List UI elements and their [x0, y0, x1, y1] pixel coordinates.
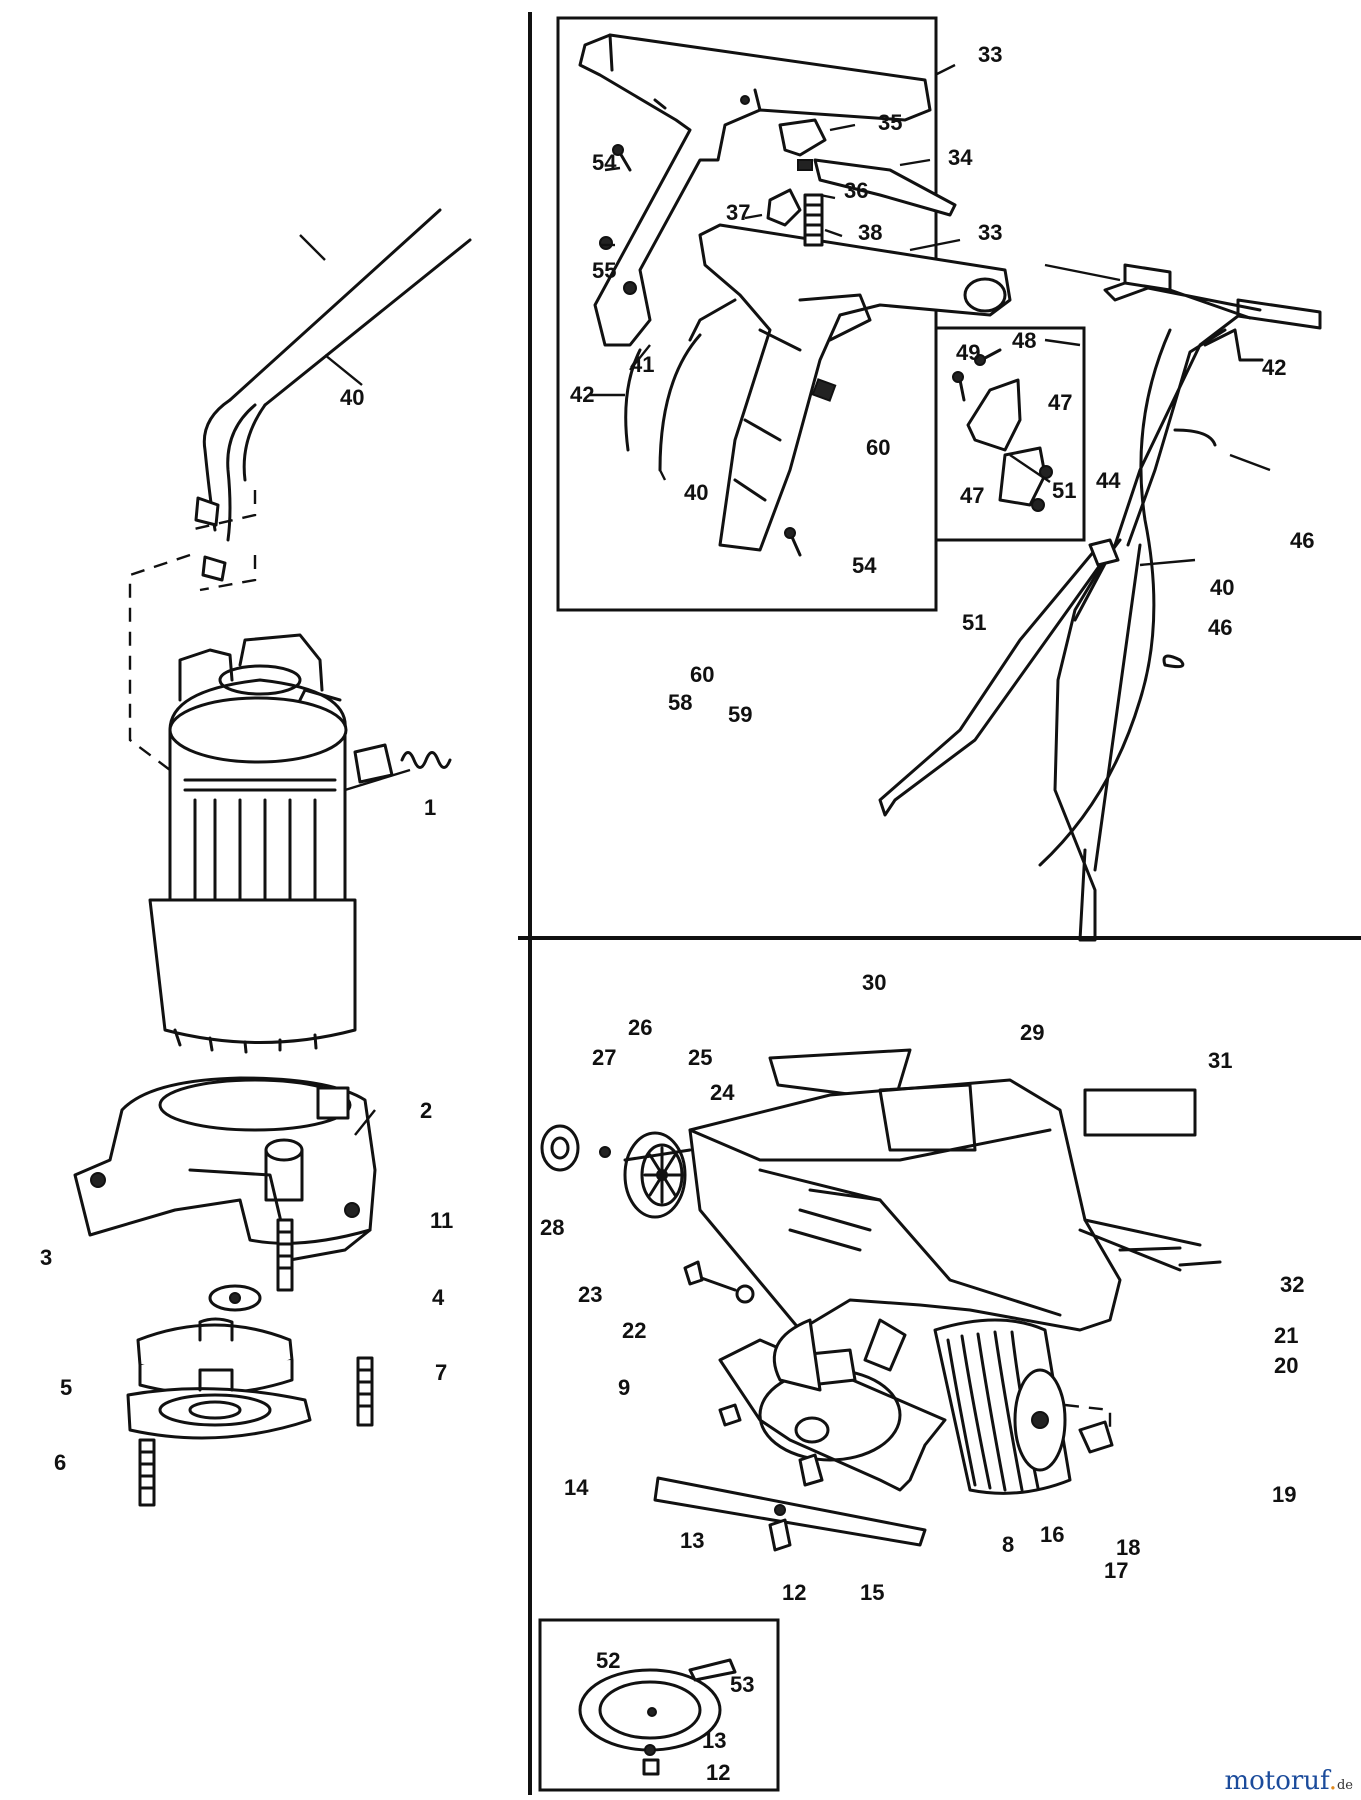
part-label: 53 — [730, 1672, 754, 1697]
part-label: 46 — [1290, 528, 1314, 553]
part-label: 1 — [424, 795, 436, 820]
part-label: 18 — [1116, 1535, 1140, 1560]
switch-assembly — [766, 118, 957, 247]
blade — [653, 1403, 927, 1552]
part-label: 60 — [866, 435, 890, 460]
part-label: 25 — [688, 1045, 712, 1070]
part-label: 59 — [728, 702, 752, 727]
part-label: 22 — [622, 1318, 646, 1343]
part-label: 36 — [844, 178, 868, 203]
leader-lines — [299, 63, 1271, 1136]
inset-cables — [624, 298, 737, 472]
part-label: 35 — [878, 110, 902, 135]
part-label: 49 — [956, 340, 980, 365]
rear-wheel — [540, 1124, 692, 1219]
part-label: 48 — [1012, 328, 1036, 353]
part-label: 28 — [540, 1215, 564, 1240]
part-label: 42 — [570, 382, 594, 407]
part-label: 13 — [680, 1528, 704, 1553]
part-label: 33 — [978, 220, 1002, 245]
part-label: 3 — [40, 1245, 52, 1270]
watermark-tld: de — [1336, 1778, 1353, 1793]
watermark-main: motoruf — [1224, 1766, 1329, 1796]
part-label: 44 — [1096, 468, 1121, 493]
part-label: 42 — [1262, 355, 1286, 380]
power-cable — [128, 208, 472, 771]
handle-assembled — [878, 263, 1322, 942]
handle-bar-lower — [698, 223, 1012, 552]
motor-mount-and-roller — [718, 1318, 1114, 1495]
part-label: 4 — [432, 1285, 445, 1310]
part-label: 34 — [948, 145, 973, 170]
part-label: 13 — [702, 1728, 726, 1753]
handle-inset-frame — [556, 16, 1086, 612]
part-label: 7 — [435, 1360, 447, 1385]
part-label: 37 — [726, 200, 750, 225]
part-label: 29 — [1020, 1020, 1044, 1045]
part-label: 12 — [706, 1760, 730, 1785]
part-label: 52 — [596, 1648, 620, 1673]
section-dividers — [518, 12, 1361, 1795]
part-label: 24 — [710, 1080, 735, 1105]
part-label: 54 — [852, 553, 877, 578]
part-label: 40 — [340, 385, 364, 410]
part-label: 40 — [1210, 575, 1234, 600]
part-label: 32 — [1280, 1272, 1304, 1297]
handle-bar-upper — [578, 33, 932, 347]
part-label: 58 — [668, 690, 692, 715]
part-label: 16 — [1040, 1522, 1064, 1547]
part-label: 8 — [1002, 1532, 1014, 1557]
axle-screws — [683, 1260, 755, 1304]
part-label: 17 — [1104, 1558, 1128, 1583]
bracket-parts — [952, 348, 1053, 512]
watermark: motoruf.de — [1224, 1766, 1353, 1796]
part-label: 41 — [630, 352, 654, 377]
part-label: 30 — [862, 970, 886, 995]
fan-and-plate — [126, 1284, 312, 1440]
part-label: 26 — [628, 1015, 652, 1040]
part-label: 12 — [782, 1580, 806, 1605]
part-label: 55 — [592, 258, 616, 283]
part-label: 38 — [858, 220, 882, 245]
motor — [148, 633, 357, 1054]
part-label: 2 — [420, 1098, 432, 1123]
part-label: 40 — [684, 480, 708, 505]
motor-screws — [138, 1218, 374, 1507]
blade-inset — [538, 1618, 780, 1792]
part-label: 23 — [578, 1282, 602, 1307]
part-label: 47 — [1048, 390, 1072, 415]
motor-brush-parts — [353, 743, 452, 784]
part-label: 33 — [978, 42, 1002, 67]
part-label: 20 — [1274, 1353, 1298, 1378]
part-label: 51 — [962, 610, 986, 635]
part-label: 51 — [1052, 478, 1076, 503]
part-label: 15 — [860, 1580, 884, 1605]
part-label: 6 — [54, 1450, 66, 1475]
part-label: 46 — [1208, 615, 1232, 640]
part-label: 47 — [960, 483, 984, 508]
part-label: 27 — [592, 1045, 616, 1070]
mower-deck — [688, 1078, 1222, 1332]
part-label: 9 — [618, 1375, 630, 1400]
motor-housing — [73, 1076, 377, 1262]
part-label: 54 — [592, 150, 617, 175]
part-label: 21 — [1274, 1323, 1298, 1348]
watermark-dot: . — [1328, 1766, 1337, 1796]
part-label: 11 — [430, 1208, 453, 1233]
part-label: 19 — [1272, 1482, 1296, 1507]
part-label: 60 — [690, 662, 714, 687]
part-label: 5 — [60, 1375, 72, 1400]
part-label: 14 — [564, 1475, 589, 1500]
part-label: 31 — [1208, 1048, 1232, 1073]
